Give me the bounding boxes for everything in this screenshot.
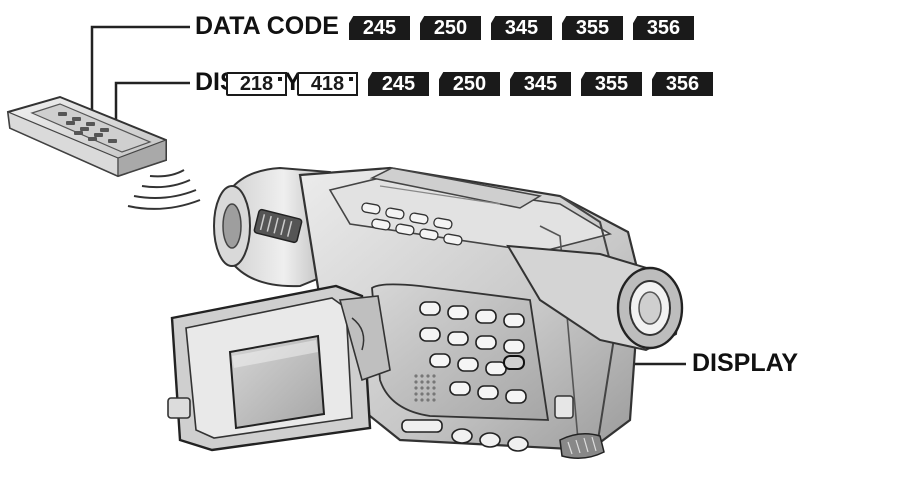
display-model-badge: 355	[581, 72, 642, 96]
display-model-badge: 356	[652, 72, 713, 96]
display-label-side: DISPLAY	[692, 349, 799, 377]
display-model-badge: 418	[297, 72, 358, 96]
display-model-badge: 218	[226, 72, 287, 96]
data-code-model-badge: 250	[420, 16, 481, 40]
data-code-model-badge: 356	[633, 16, 694, 40]
ir-signal-waves	[127, 169, 201, 210]
leader-line-display-remote	[114, 81, 190, 127]
data-code-model-badge: 345	[491, 16, 552, 40]
lcd-panel	[167, 284, 391, 452]
camcorder-body	[213, 166, 684, 459]
data-code-model-badge: 245	[349, 16, 410, 40]
display-model-badge: 345	[510, 72, 571, 96]
speaker-grille	[414, 374, 436, 402]
display-model-badges: 218 418 245 250 345 355 356	[226, 72, 713, 96]
display-model-badge: 250	[439, 72, 500, 96]
remote-commander	[6, 95, 167, 178]
display-button	[503, 355, 525, 370]
data-code-model-badge: 355	[562, 16, 623, 40]
display-model-badge: 245	[368, 72, 429, 96]
leader-line-data-code	[90, 25, 190, 122]
data-code-label: DATA CODE	[195, 12, 339, 40]
data-code-model-badges: 245 250 345 355 356	[349, 16, 694, 40]
